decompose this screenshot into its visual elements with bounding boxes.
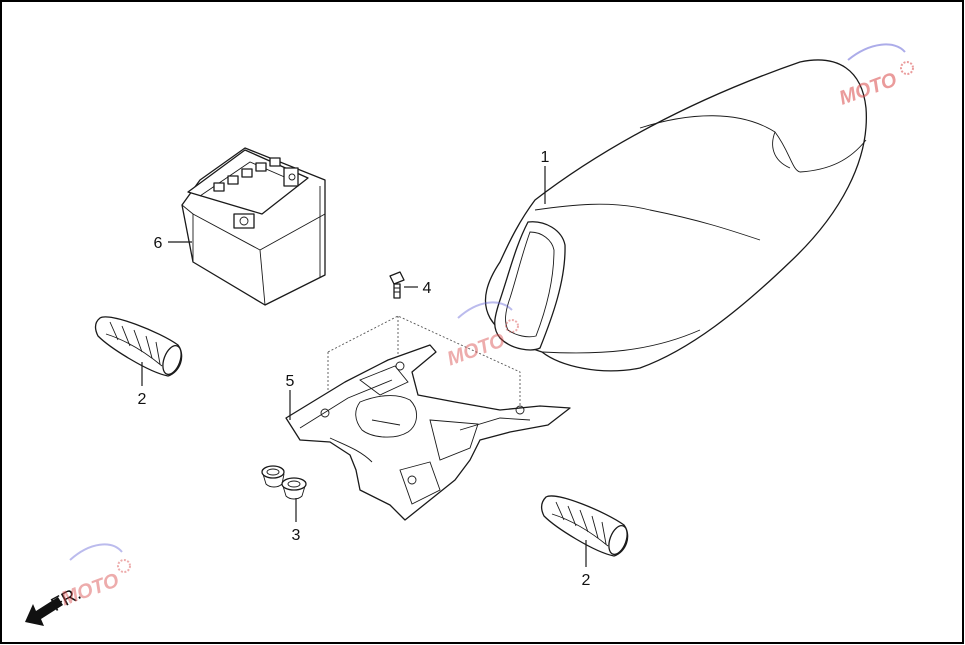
callout-grip-right: 2 — [582, 572, 591, 589]
watermark-brand: MOTO — [58, 569, 122, 610]
callout-battery: 6 — [154, 235, 163, 252]
callout-tray: 5 — [286, 373, 295, 390]
gear-icon — [505, 319, 519, 333]
gear-icon — [117, 559, 131, 573]
bolt-part[interactable] — [389, 271, 405, 299]
watermark-brand: MOTO — [444, 329, 508, 370]
seat-part[interactable] — [484, 59, 867, 372]
callout-grip-left: 2 — [138, 391, 147, 408]
grip-right-part[interactable] — [540, 495, 631, 557]
arrow-down-left-icon — [25, 597, 63, 626]
callout-grommets: 3 — [292, 527, 301, 544]
battery-part[interactable] — [181, 147, 326, 306]
gear-icon — [900, 61, 914, 75]
tray-part[interactable] — [285, 315, 571, 521]
callout-labels: 1 2 2 3 4 5 6 — [138, 149, 591, 589]
battery-terminals — [213, 157, 299, 229]
grommets-part[interactable] — [261, 465, 307, 500]
callout-seat: 1 — [541, 149, 550, 166]
watermark-bottom-left: MOTO — [58, 543, 131, 610]
grip-left-part[interactable] — [94, 316, 185, 377]
leader-lines — [141, 166, 587, 567]
callout-bolt: 4 — [423, 280, 432, 297]
